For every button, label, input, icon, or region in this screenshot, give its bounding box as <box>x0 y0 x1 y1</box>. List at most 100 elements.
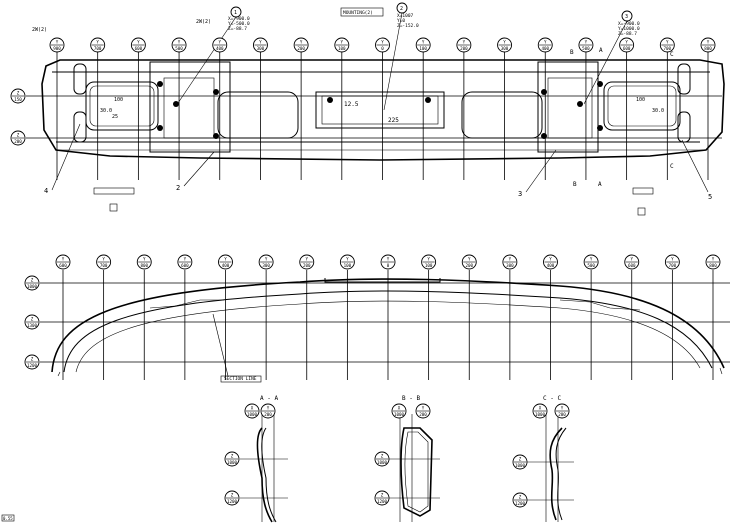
side-x-station-10-label: 200 <box>465 263 473 268</box>
svg-text:Z: Z <box>519 457 522 462</box>
grille-opening-right <box>461 91 543 139</box>
side-z-station-0-label: 1000 <box>27 284 38 289</box>
mounting-holes <box>157 81 603 139</box>
svg-text:Z: Z <box>381 454 384 459</box>
side-x-station-0-label: 600 <box>59 263 67 268</box>
top-x-station-1-label: 700 <box>94 46 102 51</box>
svg-text:Y: Y <box>305 257 308 262</box>
svg-text:Y: Y <box>341 40 344 45</box>
left-bracket <box>149 61 231 153</box>
side-bumper-outer <box>51 278 725 373</box>
side-x-station-3-label: 600 <box>181 263 189 268</box>
top-bumper-outline <box>41 59 725 161</box>
svg-text:Y: Y <box>178 40 181 45</box>
svg-text:Y: Y <box>224 257 227 262</box>
svg-text:Y: Y <box>671 257 674 262</box>
svg-text:Z: Z <box>31 278 34 283</box>
section-letter-a1: A <box>599 47 603 54</box>
svg-text:Y: Y <box>509 257 512 262</box>
svg-text:Y: Y <box>218 40 221 45</box>
right-slot-upper <box>677 63 691 95</box>
side-x-station-8: Y0 <box>380 254 396 270</box>
dim-100-right: 100 <box>636 97 645 103</box>
svg-text:Y: Y <box>707 40 710 45</box>
side-view: SECTION LINE Y600Y700Y800Y600Y400Y300Y20… <box>24 254 730 383</box>
svg-text:Z: Z <box>31 317 34 322</box>
callout-1-x: X=-900.0 <box>228 16 250 22</box>
section-0-top-tag-0-label: 1000 <box>247 412 258 417</box>
svg-text:3: 3 <box>625 14 628 20</box>
dim-225: 225 <box>388 117 399 124</box>
side-x-station-4-label: 400 <box>222 263 230 268</box>
callout-2-z: Z=-152.0 <box>397 23 419 29</box>
section-2-z-tag-1-label: 1200 <box>515 501 526 506</box>
dim-25: 25 <box>112 114 118 120</box>
top-x-station-8-label: 0 <box>381 46 384 51</box>
section-letter-a2: A <box>598 181 602 188</box>
top-x-station-14-label: 600 <box>623 46 631 51</box>
svg-text:Y: Y <box>381 40 384 45</box>
note-box: MOUNTING(2) <box>343 10 373 16</box>
svg-text:Y: Y <box>137 40 140 45</box>
dim-30-left: 30.0 <box>100 108 112 114</box>
top-x-station-15-label: 700 <box>664 46 672 51</box>
top-x-station-10-label: 200 <box>460 46 468 51</box>
svg-text:Z: Z <box>381 493 384 498</box>
top-x-station-9-label: 100 <box>419 46 427 51</box>
note-mid: 2W(2) <box>196 19 211 25</box>
side-x-station-16-label: 800 <box>709 263 717 268</box>
flag-label: SECTION LINE <box>224 376 257 382</box>
section-letter-b1: B <box>570 49 574 56</box>
svg-text:2: 2 <box>400 6 403 12</box>
svg-text:Y: Y <box>625 40 628 45</box>
section-0-z-tag-1-label: 1200 <box>227 499 238 504</box>
dim-30-right: 30.0 <box>652 108 664 114</box>
top-x-station-7-label: 100 <box>338 46 346 51</box>
left-slot-upper <box>73 63 87 95</box>
side-x-station-9-label: 100 <box>425 263 433 268</box>
callout-2-y: Y=0 <box>397 18 405 24</box>
section-0-top-tag-1-label: 200 <box>264 412 272 417</box>
top-x-station-8: Y0 <box>375 37 390 53</box>
top-x-station-13-label: 500 <box>582 46 590 51</box>
section-b-b: B - B <box>382 395 440 522</box>
top-x-station-5-label: 300 <box>257 46 265 51</box>
part-number-5: 5 <box>708 193 712 201</box>
svg-text:Y: Y <box>259 40 262 45</box>
side-x-station-8-label: 0 <box>387 263 390 268</box>
section-1-z-tag-0-label: 1000 <box>377 460 388 465</box>
right-bracket <box>537 61 599 153</box>
top-view: A B C B A C 225 12.5 100 100 30.0 30.0 2… <box>10 2 725 216</box>
section-letter-c1: C <box>670 51 674 58</box>
plate-recess <box>315 91 445 129</box>
side-x-station-11-label: 300 <box>506 263 514 268</box>
note-left: 2W(2) <box>32 27 47 33</box>
side-x-station-13-label: 500 <box>587 263 595 268</box>
section-2-z-tag-0-label: 1000 <box>515 463 526 468</box>
section-letter-b2: B <box>573 181 577 188</box>
svg-text:Y: Y <box>387 257 390 262</box>
section-letter-c2: C <box>670 163 674 170</box>
svg-text:Y: Y <box>422 406 425 411</box>
side-z-station-1-label: 1300 <box>27 323 38 328</box>
callout-3-y: Y=1000.0 <box>618 26 640 32</box>
